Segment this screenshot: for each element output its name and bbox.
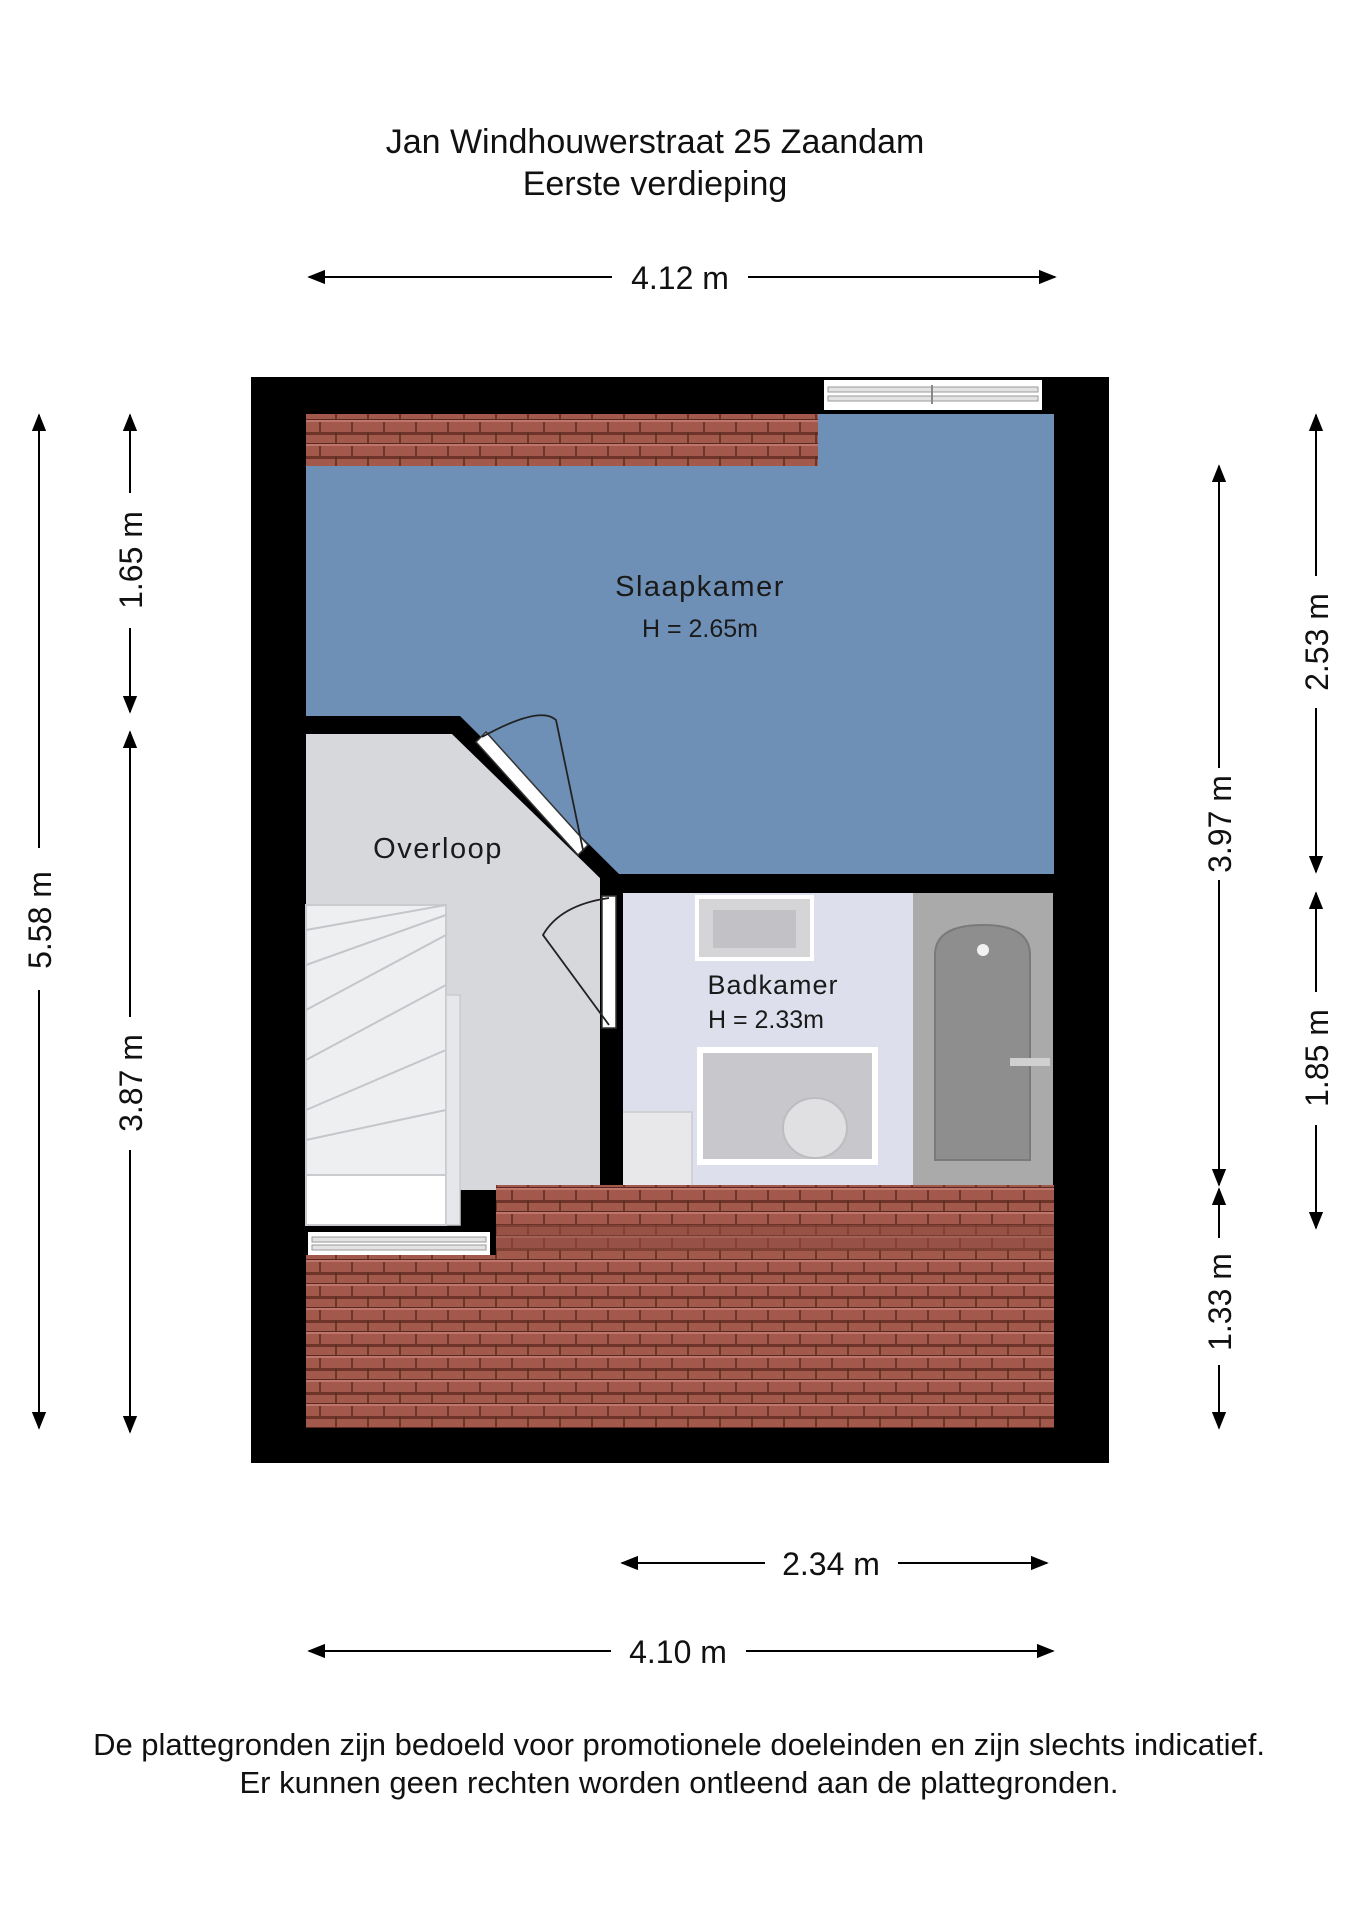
address-title: Jan Windhouwerstraat 25 Zaandam [385,123,925,161]
dimension-top-width-label: 4.12 m [631,260,729,296]
door-bathroom [541,895,617,1029]
disclaimer-line-1: De plattegronden zijn bedoeld voor promo… [93,1727,1265,1762]
dimension-left-lower: 3.87 m [113,730,149,1434]
bathtub [913,893,1053,1190]
dimension-left-upper: 1.65 m [113,413,149,714]
dimension-right-mid: 3.97 m [1202,464,1238,1187]
floor-title: Eerste verdieping [522,165,788,203]
dimension-far-right-lower-label: 1.85 m [1299,1009,1335,1107]
dimension-bath-width: 2.34 m [620,1546,1049,1582]
window-top [824,380,1042,410]
landing-name: Overloop [373,833,503,865]
dimension-top-width: 4.12 m [307,260,1057,296]
dimension-right-mid-label: 3.97 m [1202,775,1238,873]
dimension-right-lower: 1.33 m [1202,1187,1238,1430]
bedroom-name: Slaapkamer [615,571,785,603]
staircase [305,904,461,1226]
shower-toilet-area [621,1047,878,1191]
door-bedroom [474,714,590,857]
dimension-left-total: 5.58 m [22,413,58,1430]
bathroom-name: Badkamer [707,970,838,1000]
dimension-far-right-upper-label: 2.53 m [1299,593,1335,691]
dimension-left-total-label: 5.58 m [22,871,58,969]
dimension-far-right-upper: 2.53 m [1299,413,1335,874]
bedroom-height: H = 2.65m [642,615,758,643]
dimension-bottom-width-label: 4.10 m [629,1634,727,1670]
dimension-far-right-lower: 1.85 m [1299,891,1335,1230]
dimension-left-lower-label: 3.87 m [113,1034,149,1132]
washbasin [695,895,814,961]
roof-ridge [496,1225,1054,1251]
roof-lower-right [496,1185,1054,1428]
interior-wall-diagonal [306,716,623,893]
interior-wall-bath-top [600,874,1054,893]
dimension-bottom-width: 4.10 m [307,1634,1055,1670]
bathroom-height: H = 2.33m [708,1006,824,1034]
dimension-left-upper-label: 1.65 m [113,511,149,609]
disclaimer-line-2: Er kunnen geen rechten worden ontleend a… [239,1765,1119,1800]
dimension-bath-width-label: 2.34 m [782,1546,880,1582]
window-bottom-left [308,1232,490,1255]
dimension-right-lower-label: 1.33 m [1202,1253,1238,1351]
roof-strip-top [306,414,818,466]
